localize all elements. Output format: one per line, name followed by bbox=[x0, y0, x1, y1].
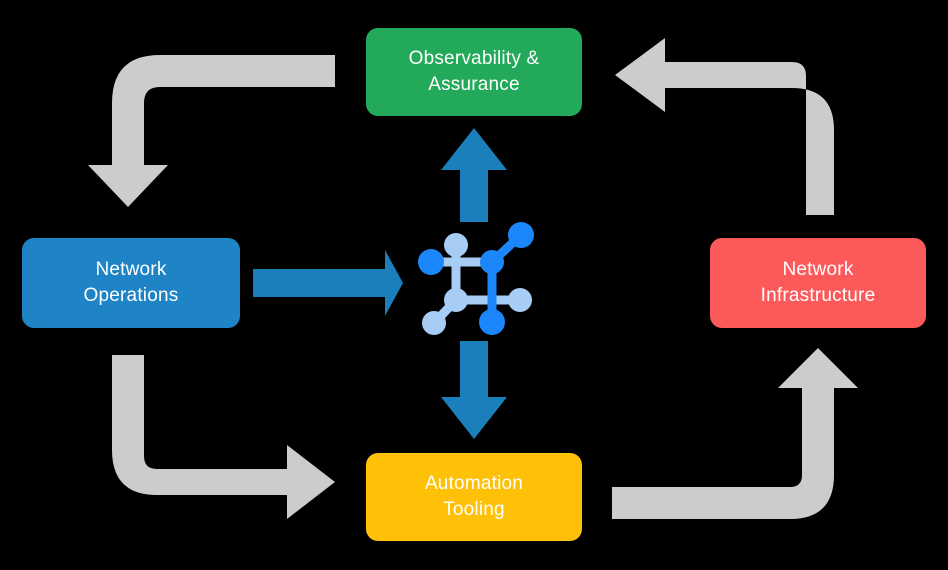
node-box-automation-tooling[interactable]: Automation Tooling bbox=[366, 453, 582, 541]
node-box-network-operations[interactable]: Network Operations bbox=[22, 238, 240, 328]
network-topology-icon bbox=[418, 222, 534, 335]
arrow-infrastructure-to-observability bbox=[615, 38, 834, 215]
arrow-center-to-observability bbox=[441, 128, 507, 222]
arrow-operations-to-center bbox=[253, 250, 403, 316]
arrow-automation-to-infrastructure bbox=[612, 348, 858, 519]
node-box-network-infrastructure[interactable]: Network Infrastructure bbox=[710, 238, 926, 328]
arrow-operations-to-automation bbox=[112, 355, 335, 519]
arrow-center-to-automation bbox=[441, 341, 507, 439]
node-box-observability[interactable]: Observability & Assurance bbox=[366, 28, 582, 116]
arrow-observability-to-operations bbox=[88, 55, 335, 207]
